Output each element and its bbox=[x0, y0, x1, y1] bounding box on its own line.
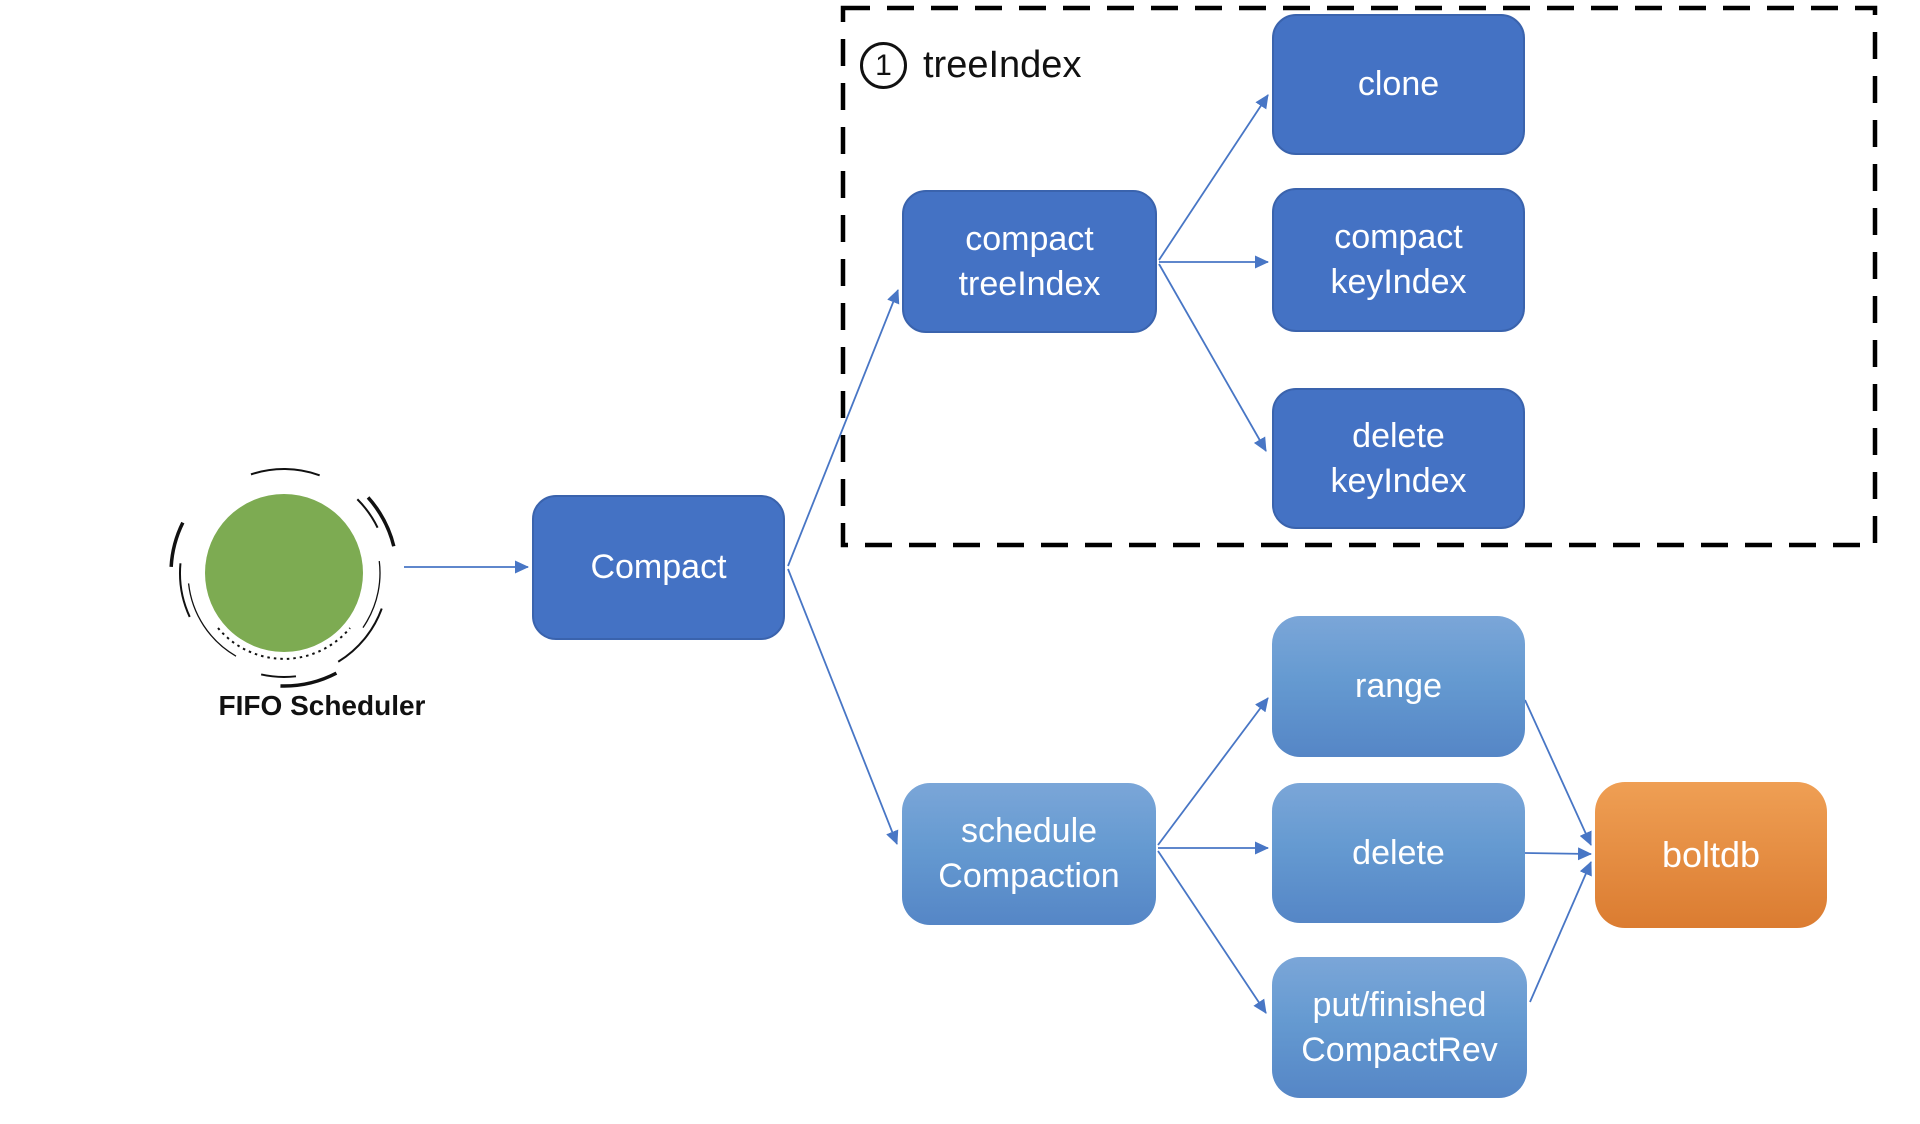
arrow-compact-to-compact-treeindex bbox=[787, 289, 900, 567]
node-clone: clone bbox=[1272, 14, 1525, 155]
node-delete-keyindex: delete keyIndex bbox=[1272, 388, 1525, 529]
circled-number-icon: 1 bbox=[860, 42, 907, 89]
arrow-compact-to-schedule-compaction bbox=[787, 568, 899, 845]
node-compact: Compact bbox=[532, 495, 785, 640]
treeindex-group-label: 1 treeIndex bbox=[860, 42, 1081, 89]
node-put-finished-compactrev: put/finished CompactRev bbox=[1272, 957, 1527, 1098]
node-schedule-compaction: schedule Compaction bbox=[902, 783, 1156, 925]
arrow-compact-treeindex-to-delete-keyindex bbox=[1158, 263, 1267, 452]
fifo-sketch-circle-icon bbox=[169, 458, 399, 688]
node-delete: delete bbox=[1272, 783, 1525, 923]
fifo-scheduler-label: FIFO Scheduler bbox=[218, 690, 426, 721]
fifo-scheduler-circle bbox=[205, 494, 363, 652]
treeindex-group-border bbox=[840, 5, 1878, 548]
arrow-delete-to-boltdb bbox=[1524, 847, 1592, 861]
arrow-put-finished-to-boltdb bbox=[1529, 861, 1592, 1003]
arrow-schedule-to-range bbox=[1157, 697, 1269, 846]
node-compact-treeindex: compact treeIndex bbox=[902, 190, 1157, 333]
arrow-compact-treeindex-to-clone bbox=[1158, 94, 1269, 261]
node-compact-keyindex: compact keyIndex bbox=[1272, 188, 1525, 332]
arrow-range-to-boltdb bbox=[1524, 699, 1592, 846]
node-range: range bbox=[1272, 616, 1525, 757]
node-boltdb: boltdb bbox=[1595, 782, 1827, 928]
arrow-schedule-to-put-finished bbox=[1157, 850, 1267, 1014]
treeindex-group-title: treeIndex bbox=[923, 44, 1082, 86]
